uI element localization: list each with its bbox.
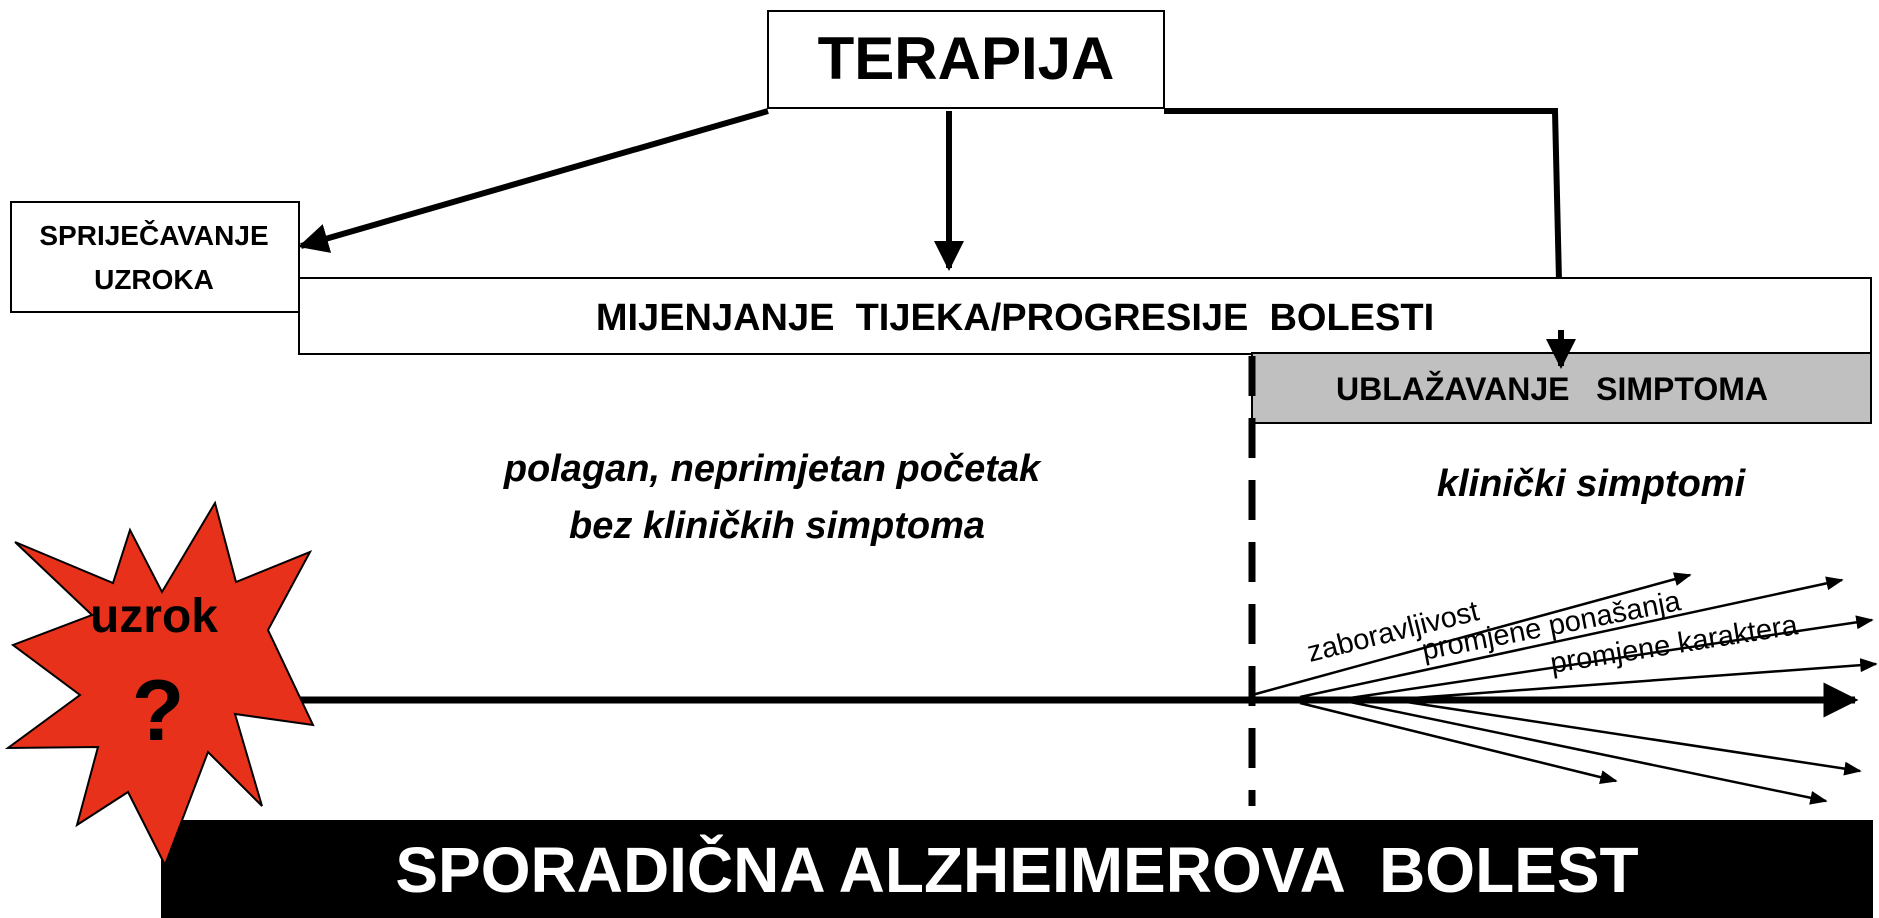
prevention-label-line2: UZROKA bbox=[94, 264, 214, 295]
starburst-shape bbox=[4, 500, 315, 868]
footer-banner: SPORADIČNA ALZHEIMEROVA BOLEST bbox=[161, 820, 1873, 918]
modification-box: MIJENJANJE TIJEKA/PROGRESIJE BOLESTI bbox=[298, 277, 1872, 355]
prevention-label-line1: SPRIJEČAVANJE bbox=[39, 219, 268, 251]
modification-label: MIJENJANJE TIJEKA/PROGRESIJE BOLESTI bbox=[596, 297, 1434, 339]
arrow-to-prevention bbox=[298, 108, 769, 253]
preclinical-label-line1: polagan, neprimjetan početak bbox=[503, 448, 1042, 490]
symptom-relief-label: UBLAŽAVANJE SIMPTOMA bbox=[1336, 371, 1768, 407]
symptom-arrow bbox=[1399, 699, 1862, 776]
symptom-arrows-down bbox=[1299, 699, 1862, 805]
prevention-box: SPRIJEČAVANJE UZROKA bbox=[10, 201, 300, 313]
cause-starburst: uzrok ? bbox=[4, 500, 315, 868]
therapy-box: TERAPIJA bbox=[767, 10, 1165, 109]
symptom-arrow bbox=[1399, 658, 1878, 701]
preclinical-label-line2: bez kliničkih simptoma bbox=[569, 505, 985, 547]
symptom-arrow bbox=[1349, 615, 1874, 700]
symptom-arrow bbox=[1299, 701, 1618, 785]
symptom-arrow bbox=[1251, 572, 1692, 697]
cause-label: uzrok bbox=[90, 590, 218, 643]
footer-title: SPORADIČNA ALZHEIMEROVA BOLEST bbox=[395, 833, 1638, 906]
cause-question-mark: ? bbox=[132, 663, 185, 759]
clinical-label: klinički simptomi bbox=[1437, 463, 1747, 505]
symptom-arrow bbox=[1349, 700, 1828, 805]
therapy-label: TERAPIJA bbox=[818, 25, 1115, 92]
symptom-arrow bbox=[1299, 576, 1844, 699]
symptom-arrows-up bbox=[1251, 572, 1878, 701]
